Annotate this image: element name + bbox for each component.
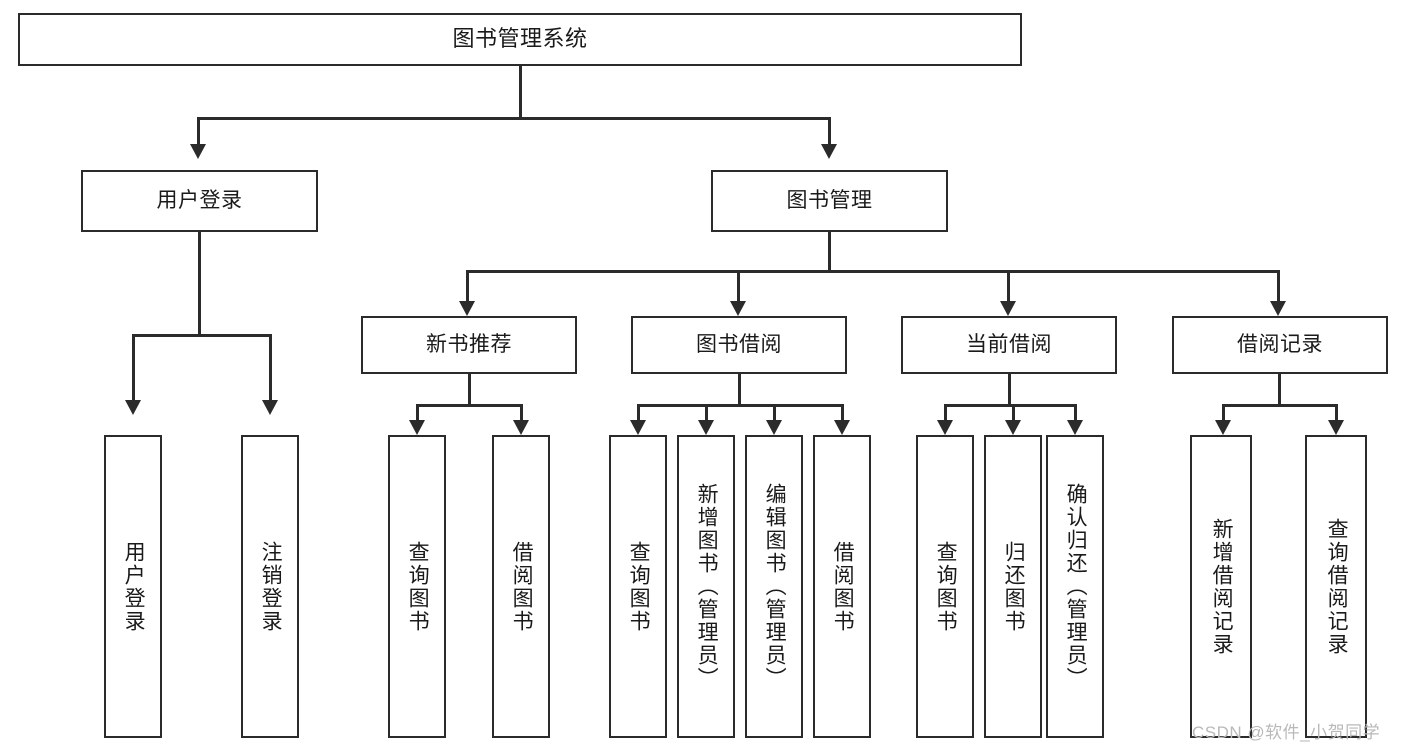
node-leaf-edit-book-label: 编辑图书（管理员） — [763, 483, 787, 690]
node-leaf-query-book-1-label: 查询图书 — [406, 540, 430, 633]
arrowhead-leaf-borrow-book-2 — [834, 420, 850, 435]
connector-bm-drop-3 — [1007, 270, 1010, 302]
node-leaf-return-book[interactable]: 归还图书 — [984, 435, 1042, 738]
connector-br-bus — [1222, 404, 1338, 407]
node-leaf-edit-book[interactable]: 编辑图书（管理员） — [745, 435, 803, 738]
node-leaf-query-book-2-label: 查询图书 — [627, 540, 651, 633]
node-leaf-add-book[interactable]: 新增图书（管理员） — [677, 435, 735, 738]
connector-user-login-drop-1 — [132, 334, 135, 401]
node-leaf-query-book-3-label: 查询图书 — [934, 540, 958, 633]
connector-bb-drop-3 — [773, 404, 776, 421]
node-borrow-record[interactable]: 借阅记录 — [1172, 316, 1388, 374]
arrowhead-leaf-query-record — [1328, 420, 1344, 435]
node-book-management[interactable]: 图书管理 — [711, 170, 948, 232]
connector-cb-bus — [944, 404, 1077, 407]
node-leaf-add-record-label: 新增借阅记录 — [1210, 517, 1234, 656]
arrowhead-borrow-record — [1270, 301, 1286, 316]
connector-root-stem — [519, 66, 522, 119]
connector-root-to-book-management — [828, 117, 831, 145]
arrowhead-leaf-edit-book — [766, 420, 782, 435]
arrowhead-leaf-confirm-return — [1067, 420, 1083, 435]
connector-cb-stem — [1008, 374, 1011, 406]
node-root[interactable]: 图书管理系统 — [18, 13, 1022, 66]
arrowhead-leaf-borrow-book-1 — [513, 420, 529, 435]
connector-cb-drop-3 — [1074, 404, 1077, 421]
node-new-book-recommend-label: 新书推荐 — [426, 333, 512, 357]
node-leaf-user-login[interactable]: 用户登录 — [104, 435, 162, 738]
arrowhead-new-book-recommend — [459, 301, 475, 316]
node-leaf-borrow-book-1[interactable]: 借阅图书 — [492, 435, 550, 738]
connector-user-login-stem — [198, 232, 201, 336]
node-leaf-query-record-label: 查询借阅记录 — [1325, 517, 1349, 656]
node-current-borrow[interactable]: 当前借阅 — [901, 316, 1117, 374]
node-leaf-logout[interactable]: 注销登录 — [241, 435, 299, 738]
arrowhead-leaf-user-login — [125, 400, 141, 415]
connector-br-drop-1 — [1222, 404, 1225, 421]
connector-cb-drop-2 — [1012, 404, 1015, 421]
node-user-login-label: 用户登录 — [156, 189, 243, 213]
arrowhead-leaf-query-book-3 — [937, 420, 953, 435]
connector-bb-bus — [637, 404, 843, 407]
node-leaf-confirm-return-label: 确认归还（管理员） — [1064, 483, 1088, 690]
node-leaf-query-book-2[interactable]: 查询图书 — [609, 435, 667, 738]
arrowhead-book-management — [821, 144, 837, 159]
arrowhead-book-borrow — [730, 301, 746, 316]
connector-bm-drop-4 — [1277, 270, 1280, 302]
node-leaf-add-record[interactable]: 新增借阅记录 — [1190, 435, 1252, 738]
arrowhead-leaf-query-book-1 — [409, 420, 425, 435]
arrowhead-user-login — [190, 144, 206, 159]
arrowhead-leaf-query-book-2 — [630, 420, 646, 435]
node-leaf-logout-label: 注销登录 — [259, 540, 283, 633]
node-leaf-borrow-book-2[interactable]: 借阅图书 — [813, 435, 871, 738]
node-leaf-query-book-3[interactable]: 查询图书 — [916, 435, 974, 738]
connector-user-login-drop-2 — [269, 334, 272, 401]
arrowhead-current-borrow — [1000, 301, 1016, 316]
connector-user-login-bus — [132, 334, 272, 337]
connector-book-management-bus — [466, 270, 1280, 273]
connector-bm-drop-2 — [737, 270, 740, 302]
node-leaf-query-book-1[interactable]: 查询图书 — [388, 435, 446, 738]
node-borrow-record-label: 借阅记录 — [1237, 333, 1323, 357]
connector-bm-drop-1 — [466, 270, 469, 302]
connector-book-management-stem — [828, 232, 831, 272]
node-leaf-query-record[interactable]: 查询借阅记录 — [1305, 435, 1367, 738]
arrowhead-leaf-return-book — [1005, 420, 1021, 435]
connector-bb-drop-1 — [637, 404, 640, 421]
node-book-borrow-label: 图书借阅 — [696, 333, 782, 357]
connector-root-bus — [197, 117, 831, 120]
connector-nbr-drop-1 — [416, 404, 419, 421]
arrowhead-leaf-add-record — [1215, 420, 1231, 435]
node-current-borrow-label: 当前借阅 — [966, 333, 1052, 357]
connector-br-drop-2 — [1335, 404, 1338, 421]
connector-br-stem — [1278, 374, 1281, 406]
connector-nbr-drop-2 — [520, 404, 523, 421]
connector-nbr-stem — [468, 374, 471, 406]
arrowhead-leaf-add-book — [698, 420, 714, 435]
connector-cb-drop-1 — [944, 404, 947, 421]
connector-bb-stem — [738, 374, 741, 406]
node-book-management-label: 图书管理 — [786, 189, 873, 213]
node-root-label: 图书管理系统 — [452, 26, 588, 52]
node-leaf-add-book-label: 新增图书（管理员） — [695, 483, 719, 690]
node-leaf-confirm-return[interactable]: 确认归还（管理员） — [1046, 435, 1104, 738]
node-leaf-user-login-label: 用户登录 — [122, 540, 146, 633]
node-leaf-borrow-book-1-label: 借阅图书 — [510, 540, 534, 633]
node-user-login[interactable]: 用户登录 — [81, 170, 318, 232]
connector-bb-drop-2 — [705, 404, 708, 421]
connector-root-to-user-login — [197, 117, 200, 145]
connector-bb-drop-4 — [841, 404, 844, 421]
node-leaf-return-book-label: 归还图书 — [1002, 540, 1026, 633]
node-book-borrow[interactable]: 图书借阅 — [631, 316, 847, 374]
node-leaf-borrow-book-2-label: 借阅图书 — [831, 540, 855, 633]
arrowhead-leaf-logout — [262, 400, 278, 415]
connector-nbr-bus — [416, 404, 523, 407]
node-new-book-recommend[interactable]: 新书推荐 — [361, 316, 577, 374]
watermark-csdn: CSDN @软件_小贺同学 — [1192, 723, 1381, 742]
